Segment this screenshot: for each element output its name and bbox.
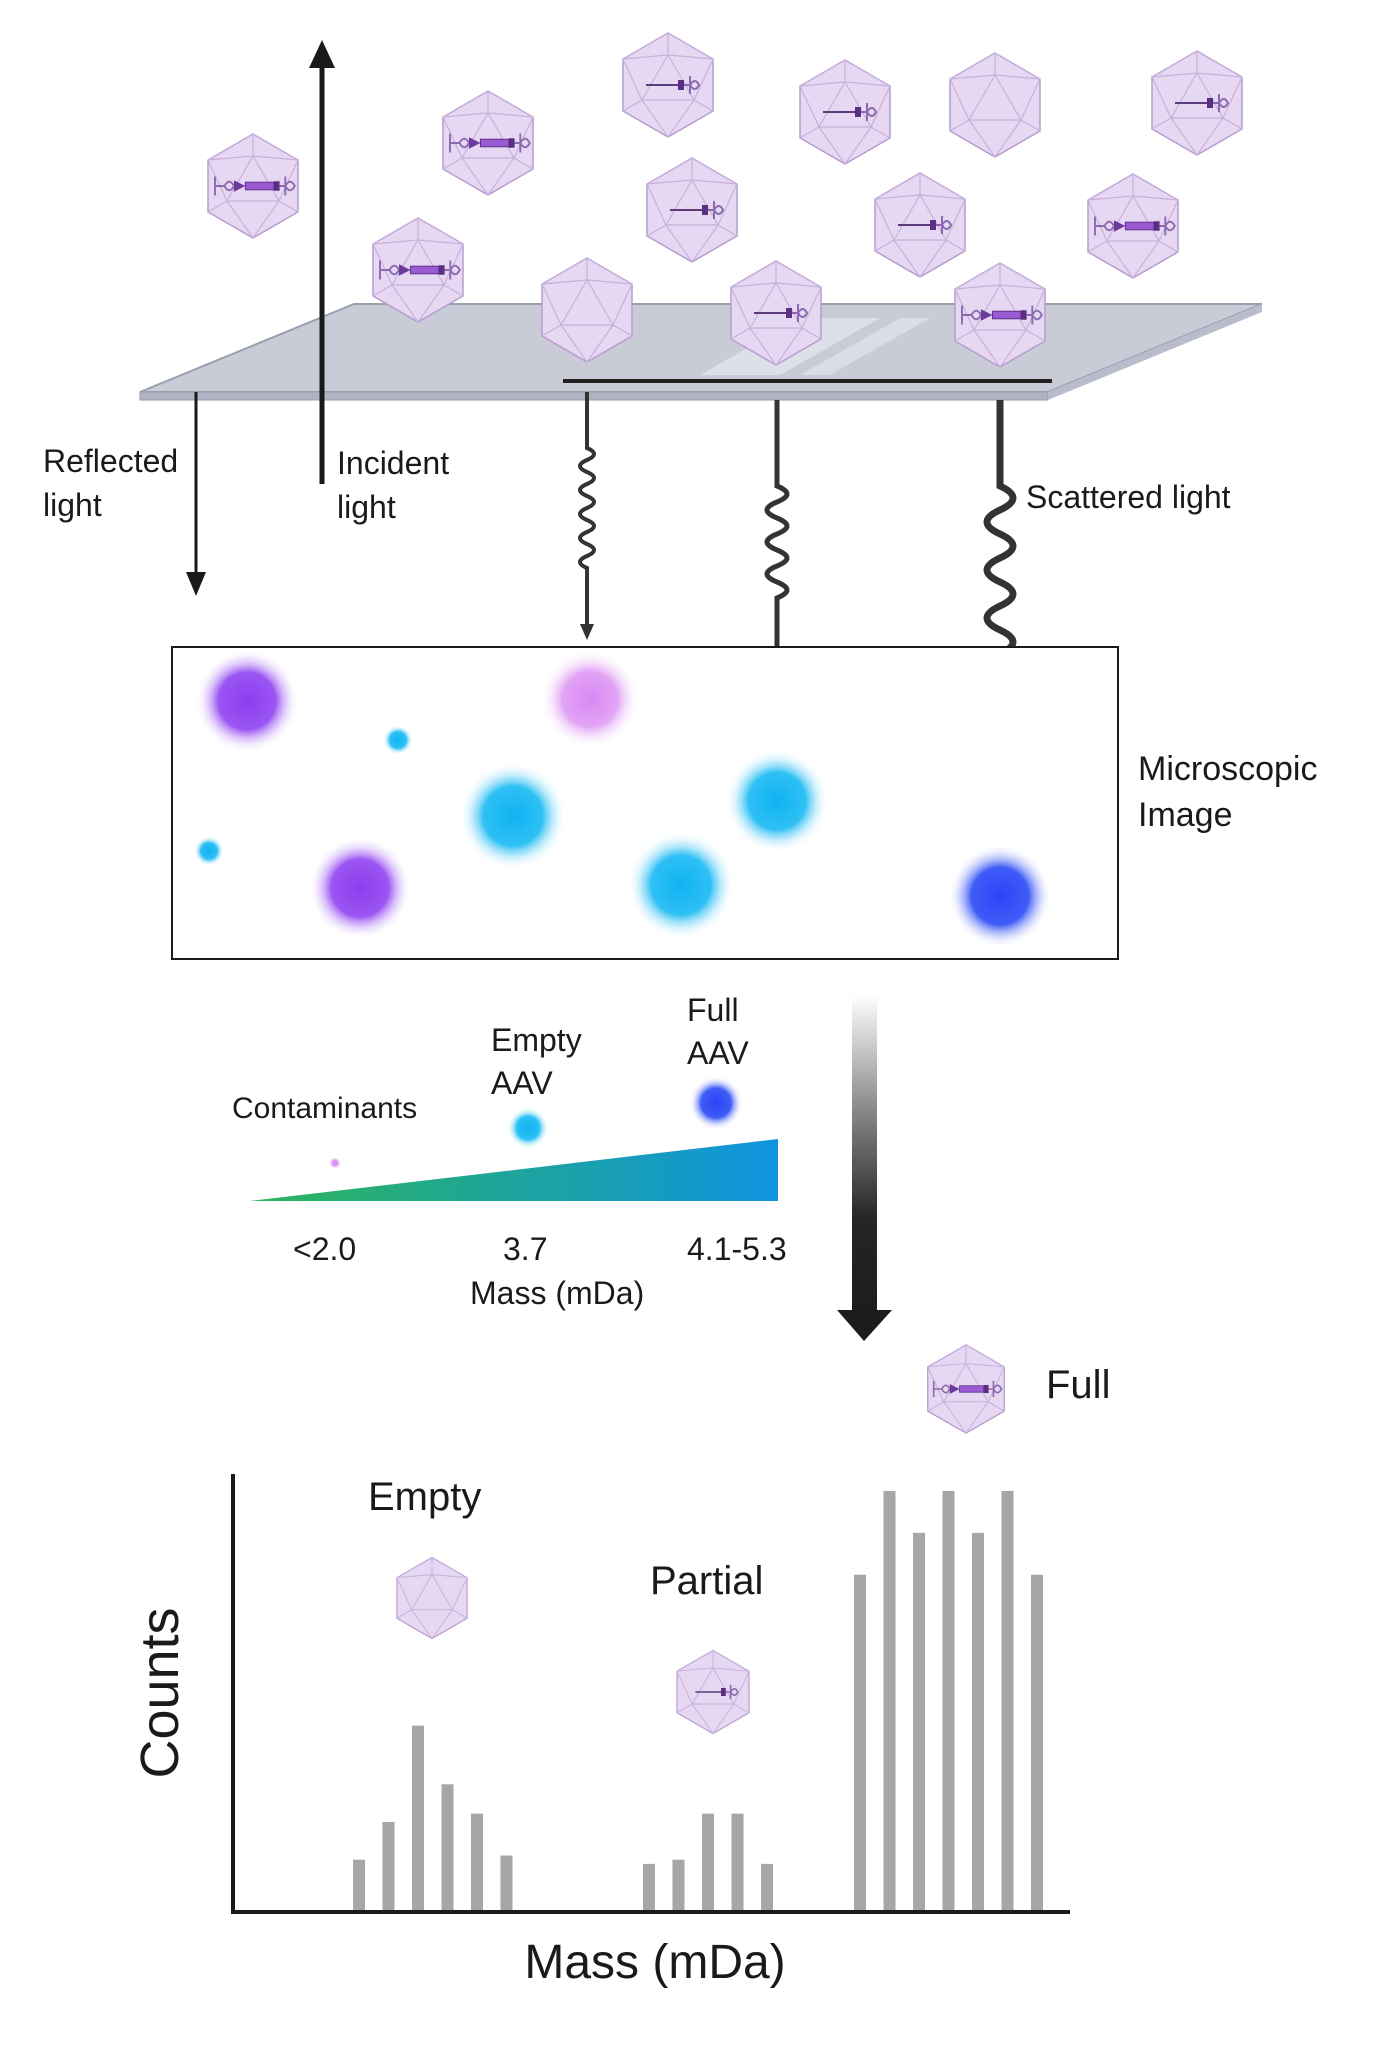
- histogram-bar-full-6: [1001, 1490, 1014, 1910]
- spot-cyan: [725, 749, 829, 853]
- histogram-bar-full-5: [972, 1532, 984, 1910]
- mass-tick-high: 4.1-5.3: [687, 1231, 787, 1267]
- spot-purple: [195, 649, 299, 753]
- histogram-bar-empty-4: [441, 1784, 454, 1910]
- mass-tick-low: <2.0: [293, 1231, 356, 1267]
- scatter-wave-large: [983, 400, 1017, 820]
- partial-capsid-icon: [646, 157, 738, 263]
- group-label-full: Full: [1046, 1363, 1110, 1407]
- histogram-bar-full-4: [942, 1490, 955, 1910]
- mass-gradient-wedge: [250, 1139, 778, 1201]
- partial-capsid-icon: [799, 59, 891, 165]
- partial-capsid-icon: [1151, 50, 1243, 156]
- histogram-bar-full-3: [913, 1532, 925, 1910]
- mass-scale-legend: Contaminants Empty AAV Full AAV <2.0 3.7…: [232, 992, 787, 1311]
- incident-light-label: Incident: [337, 445, 449, 481]
- empty-aav-dot: [507, 1107, 549, 1149]
- full-aav-dot: [689, 1076, 743, 1130]
- empty-capsid-icon: [396, 1556, 468, 1640]
- full-aav-label: Full: [687, 992, 739, 1028]
- reflected-light-arrow: [186, 392, 206, 596]
- full-capsid-icon: [207, 133, 299, 239]
- process-down-arrow: [837, 995, 892, 1341]
- incident-light-arrow: [309, 40, 335, 484]
- group-label-empty: Empty: [368, 1475, 481, 1519]
- reflected-light-label: light: [43, 487, 102, 523]
- spot-cyan-small: [194, 836, 224, 866]
- y-axis-title: Counts: [130, 1607, 190, 1778]
- group-label-partial: Partial: [650, 1559, 763, 1603]
- spot-cyan: [459, 762, 567, 870]
- x-axis-title: Mass (mDa): [524, 1936, 785, 1989]
- histogram-bar-partial-5: [761, 1863, 773, 1910]
- histogram-bar-full-7: [1031, 1574, 1043, 1910]
- spot-blue: [948, 844, 1052, 948]
- mass-scale-title: Mass (mDa): [470, 1275, 644, 1311]
- contaminants-label: Contaminants: [232, 1092, 417, 1125]
- full-capsid-icon: [927, 1344, 1005, 1434]
- microscopic-image-spots: [194, 649, 1052, 948]
- spot-cyan: [627, 831, 735, 939]
- empty-capsid-icon: [949, 52, 1041, 158]
- histogram-bar-empty-3: [412, 1725, 424, 1910]
- contaminant-dot: [329, 1157, 341, 1169]
- empty-aav-label: Empty: [491, 1022, 582, 1058]
- histogram-bar-partial-4: [731, 1813, 744, 1910]
- histogram-bar-partial-1: [643, 1863, 655, 1910]
- histogram-bar-empty-5: [471, 1813, 483, 1910]
- histogram-bar-full-1: [854, 1574, 866, 1910]
- partial-capsid-icon: [676, 1649, 750, 1735]
- microscopic-image-label: Image: [1138, 796, 1233, 834]
- empty-aav-label: AAV: [491, 1065, 553, 1101]
- glass-slide: [139, 303, 1263, 401]
- scatter-wave-small: [578, 392, 596, 628]
- full-capsid-icon: [442, 90, 534, 196]
- microscopic-image-label: Microscopic: [1138, 750, 1317, 788]
- mass-tick-mid: 3.7: [503, 1231, 547, 1267]
- histogram-bar-empty-2: [382, 1822, 395, 1910]
- histogram-bar-partial-3: [702, 1813, 714, 1910]
- scattered-light-label: Scattered light: [1026, 479, 1231, 515]
- histogram-bar-full-2: [883, 1490, 896, 1910]
- spot-cyan-small: [383, 725, 413, 755]
- spot-purple: [308, 836, 412, 940]
- spot-pink: [540, 649, 640, 749]
- full-aav-label: AAV: [687, 1035, 749, 1071]
- reflected-light-label: Reflected: [43, 443, 178, 479]
- scatter-wave-medium: [764, 400, 790, 730]
- histogram-bar-partial-2: [672, 1859, 685, 1910]
- histogram-bar-empty-6: [500, 1855, 513, 1910]
- partial-capsid-icon: [874, 172, 966, 278]
- histogram-bars: [353, 1490, 1043, 1910]
- full-capsid-icon: [1087, 173, 1179, 279]
- mass-histogram: Counts Mass (mDa) Empty Partial Full: [130, 1344, 1110, 1989]
- incident-light-label: light: [337, 489, 396, 525]
- partial-capsid-icon: [622, 32, 714, 138]
- histogram-bar-empty-1: [353, 1859, 365, 1910]
